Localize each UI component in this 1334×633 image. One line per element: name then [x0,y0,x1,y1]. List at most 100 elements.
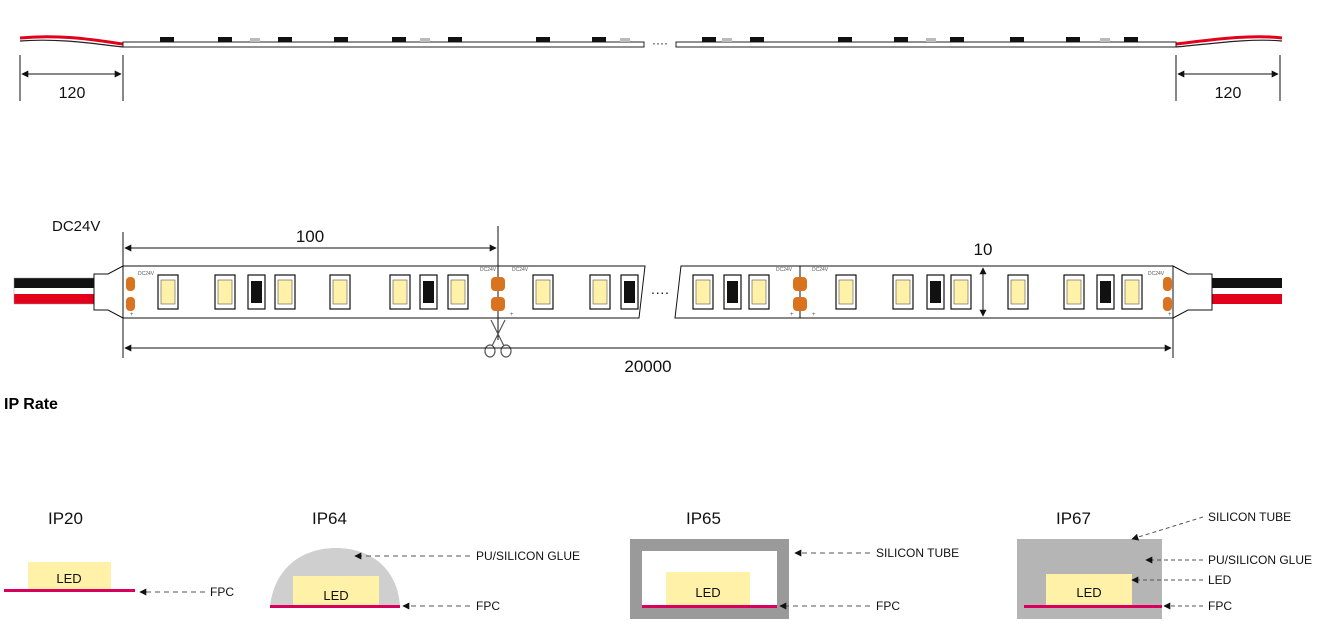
ip20-title: IP20 [48,509,83,528]
led-chip [835,274,857,310]
pad-label-dc24v: DC24V [776,267,793,273]
pad-label-plus: + [1168,312,1172,318]
top-strip-chip [838,37,852,42]
ip65-diagram: IP65 LED SILICON TUBE FPC [630,509,959,619]
led-chip [447,274,469,310]
resistor-chip [1096,274,1115,310]
top-strip-chip [592,37,606,42]
left-end-connector [93,265,124,319]
ip67-callout-led: LED [1208,573,1232,587]
pad-label-dc24v: DC24V [1148,271,1165,277]
top-strip-resistor [722,38,732,42]
top-strip-resistor [620,38,630,42]
ip65-title: IP65 [686,509,721,528]
right-red-wire [1212,294,1282,304]
right-end-connector [1172,265,1213,319]
ip67-callout-fpc: FPC [1208,599,1232,613]
pad-label-plus: + [130,312,134,318]
right-lead-wire [1175,35,1283,46]
ip65-callout-tube: SILICON TUBE [876,546,959,560]
solder-pad [126,277,135,291]
ip20-led-label: LED [56,571,81,586]
ip64-led-label: LED [323,588,348,603]
resistor-chip [723,274,742,310]
top-strip-chip [1124,37,1138,42]
pad-label-plus: + [790,312,794,318]
top-strip-chip [334,37,348,42]
pad-label-dc24v: DC24V [512,267,529,273]
left-lead-wire [19,35,124,46]
ip64-diagram: IP64 LED PU/SILICON GLUE FPC [270,509,580,613]
top-strip-chip [160,37,174,42]
ip-rate-heading: IP Rate [4,396,58,413]
width-label: 10 [974,240,993,259]
top-strip-resistor [250,38,260,42]
ip67-fpc [1024,605,1162,608]
pad-label-plus: + [812,312,816,318]
ip67-led-label: LED [1076,585,1101,600]
ip67-led [1046,574,1132,606]
solder-pad [126,297,135,311]
solder-pad [1163,297,1172,311]
led-chip [1007,274,1029,310]
strip-gap-dots: ···· [652,36,668,50]
ip20-diagram: IP20 LED FPC [4,509,234,599]
top-strip-chip [894,37,908,42]
top-strip-chip [278,37,292,42]
led-chip [748,274,770,310]
led-chip [214,274,236,310]
pad-label-plus: + [510,312,514,318]
strip-segment-right [675,41,1177,48]
ip64-callout-glue: PU/SILICON GLUE [476,549,580,563]
voltage-label: DC24V [52,218,100,235]
led-chip [589,274,611,310]
right-lead-length: 120 [1215,85,1242,102]
left-black-wire [14,278,94,288]
resistor-chip [620,274,639,310]
top-strip-chip [702,37,716,42]
strip-segment-left [122,41,645,48]
led-chip [532,274,554,310]
ip20-callout-fpc: FPC [210,585,234,599]
top-strip-resistor [1100,38,1110,42]
solder-pad [1163,277,1172,291]
top-strip-chip [1066,37,1080,42]
resistor-chip [926,274,945,310]
resistor-chip [419,274,438,310]
top-strip-chip [218,37,232,42]
led-chip [329,274,351,310]
ip64-fpc [270,605,400,608]
ip65-callout-fpc: FPC [876,599,900,613]
top-strip-chip [950,37,964,42]
ip20-fpc [4,589,135,592]
top-strip-chip [448,37,462,42]
led-chip [1121,274,1143,310]
top-strip-resistor [420,38,430,42]
led-chip [389,274,411,310]
solder-pads [126,277,1172,311]
ip67-callout-tube: SILICON TUBE [1208,510,1291,524]
ip67-callout-glue: PU/SILICON GLUE [1208,553,1312,567]
led-chip [950,274,972,310]
resistor-chip [247,274,266,310]
solder-pad [491,277,505,291]
ip64-callout-fpc: FPC [476,599,500,613]
ip67-diagram: IP67 LED SILICON TUBE PU/SILICON GLUE LE… [1017,509,1312,619]
led-chip [892,274,914,310]
led-chip [157,274,179,310]
top-strip-chip [750,37,764,42]
ip64-led [293,576,379,606]
top-strip-resistor [926,38,936,42]
led-chip [692,274,714,310]
pad-label-dc24v: DC24V [138,271,155,277]
ip65-led [666,572,750,606]
ip64-title: IP64 [312,509,347,528]
ip65-fpc [642,605,777,608]
top-strip-chip [536,37,550,42]
ip65-led-label: LED [695,585,720,600]
pad-label-dc24v: DC24V [480,267,497,273]
total-length-label: 20000 [624,357,671,376]
ip20-led [28,562,111,590]
ip67-title: IP67 [1056,509,1091,528]
